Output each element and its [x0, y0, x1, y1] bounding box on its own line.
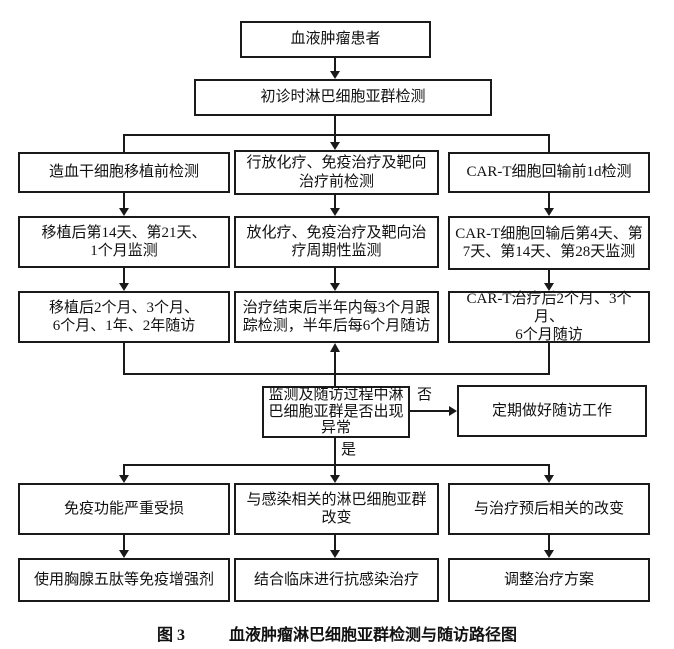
connector-yes-mid [334, 466, 336, 475]
node-cart-pre: CAR-T细胞回输前1d检测 [448, 152, 650, 193]
arrow-right-icon [449, 406, 457, 416]
connector-bottom-mid [334, 535, 336, 550]
figure-number: 图 3 [156, 627, 185, 644]
arrow-up-icon [330, 343, 340, 352]
figure-title: 血液肿瘤淋巴细胞亚群检测与随访路径图 [229, 627, 518, 644]
node-hsct-followup: 移植后2个月、3个月、 6个月、1年、2年随访 [18, 291, 230, 343]
edge-label-yes: 是 [341, 442, 357, 458]
connector-bottom-left [123, 535, 125, 550]
connector-yes-right [548, 466, 550, 475]
node-immune-damage: 免疫功能严重受损 [18, 483, 230, 535]
connector-merge-right [548, 343, 550, 374]
connector-branch-horizontal [123, 134, 550, 136]
node-regular-followup: 定期做好随访工作 [457, 385, 647, 437]
edge-label-no: 否 [417, 387, 433, 403]
connector-merge-center [334, 351, 336, 386]
node-infection-treatment: 结合临床进行抗感染治疗 [234, 558, 439, 602]
connector-merge-left [123, 343, 125, 374]
arrow-down-icon [330, 71, 340, 79]
connector-cart-2 [548, 270, 550, 283]
node-adjust-treatment: 调整治疗方案 [448, 558, 650, 602]
connector-bottom-right [548, 535, 550, 550]
arrow-down-icon [119, 475, 129, 483]
arrow-down-icon [119, 550, 129, 558]
connector-branch-mid [334, 136, 336, 144]
arrow-down-icon [544, 283, 554, 291]
arrow-down-icon [330, 475, 340, 483]
connector-yes-horizontal [123, 464, 550, 466]
node-initial-test: 初诊时淋巴细胞亚群检测 [194, 79, 492, 116]
arrow-down-icon [119, 208, 129, 216]
node-chemo-followup: 治疗结束后半年内每3个月跟 踪检测，半年后每6个月随访 [234, 291, 439, 343]
arrow-down-icon [330, 142, 340, 150]
figure-caption: 图 3 血液肿瘤淋巴细胞亚群检测与随访路径图 [0, 621, 674, 645]
arrow-down-icon [544, 475, 554, 483]
arrow-down-icon [330, 283, 340, 291]
node-patient: 血液肿瘤患者 [240, 21, 431, 58]
node-cart-followup: CAR-T治疗后2个月、3个月、 6个月随访 [448, 291, 650, 343]
arrow-down-icon [544, 550, 554, 558]
connector-hsct-2 [123, 268, 125, 283]
node-immune-treatment: 使用胸腺五肽等免疫增强剂 [18, 558, 230, 602]
connector-cart-1 [548, 193, 550, 208]
arrow-down-icon [544, 208, 554, 216]
node-infection-change: 与感染相关的淋巴细胞亚群 改变 [234, 483, 439, 535]
node-hsct-pre: 造血干细胞移植前检测 [18, 152, 230, 193]
connector-hsct-1 [123, 193, 125, 208]
connector-branch-right [548, 136, 550, 152]
node-prognosis-change: 与治疗预后相关的改变 [448, 483, 650, 535]
node-decision: 监测及随访过程中淋 巴细胞亚群是否出现 异常 [262, 386, 410, 438]
connector-branch-left [123, 136, 125, 152]
node-chemo-pre: 行放化疗、免疫治疗及靶向 治疗前检测 [234, 150, 439, 195]
connector-no [410, 410, 449, 412]
connector-merge-horizontal [123, 373, 550, 375]
arrow-down-icon [330, 208, 340, 216]
connector-yes-left [123, 466, 125, 475]
connector-patient-initial [334, 58, 336, 72]
node-chemo-monitor: 放化疗、免疫治疗及靶向治 疗周期性监测 [234, 216, 439, 268]
connector-chemo-1 [334, 195, 336, 208]
connector-yes-stem [334, 438, 336, 465]
connector-chemo-2 [334, 268, 336, 283]
node-cart-monitor: CAR-T细胞回输后第4天、第 7天、第14天、第28天监测 [448, 216, 650, 270]
node-hsct-monitor: 移植后第14天、第21天、 1个月监测 [18, 216, 230, 268]
arrow-down-icon [330, 550, 340, 558]
arrow-down-icon [119, 283, 129, 291]
connector-initial-stem [334, 116, 336, 136]
